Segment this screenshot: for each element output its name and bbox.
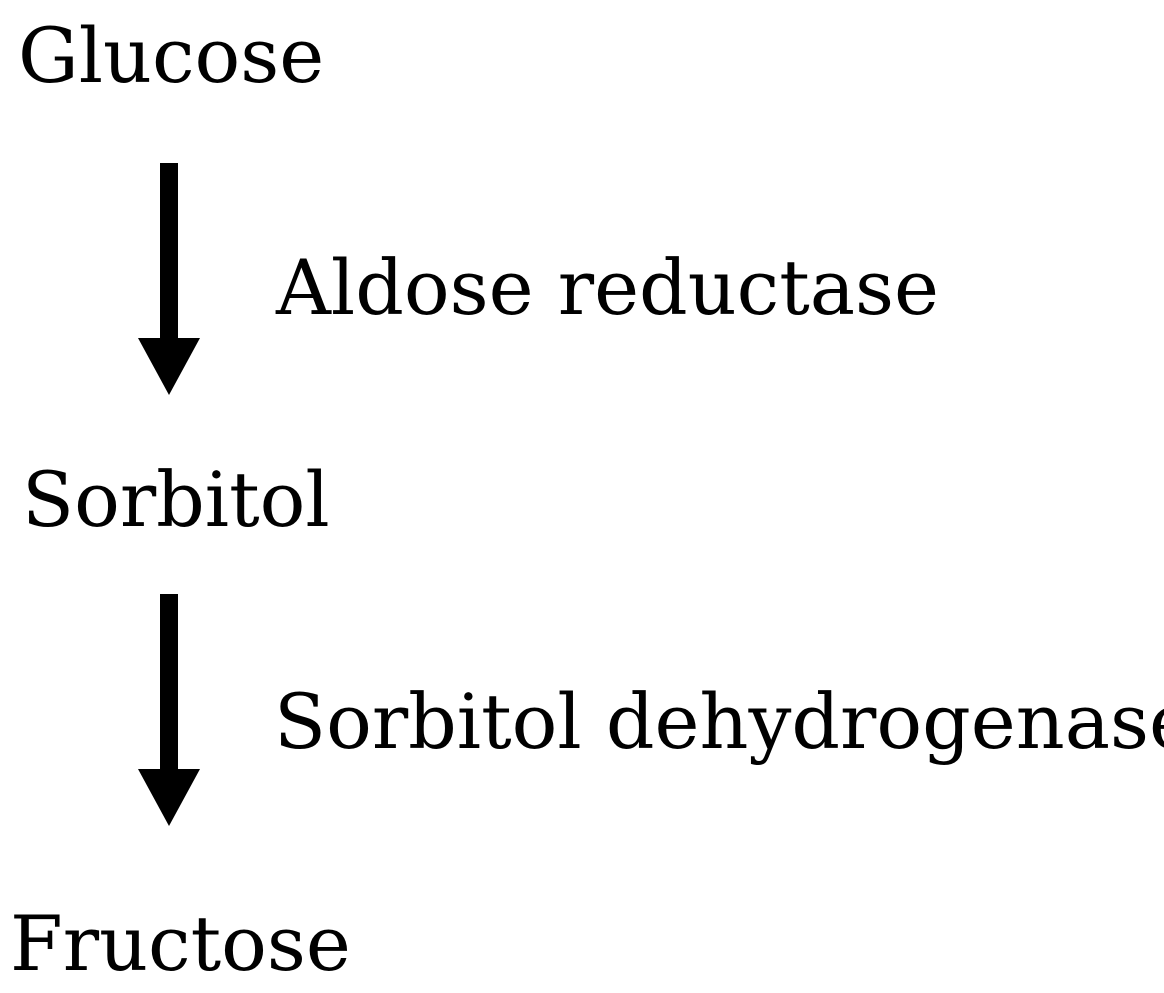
down-arrow-icon [138,594,200,826]
compound-fructose: Fructose [10,899,351,988]
compound-sorbitol: Sorbitol [22,455,330,544]
enzyme-sorbitol-dehydrogenase: Sorbitol dehydrogenase [274,677,1164,766]
enzyme-aldose-reductase: Aldose reductase [276,243,940,332]
compound-glucose: Glucose [18,11,325,100]
down-arrow-icon [138,163,200,395]
